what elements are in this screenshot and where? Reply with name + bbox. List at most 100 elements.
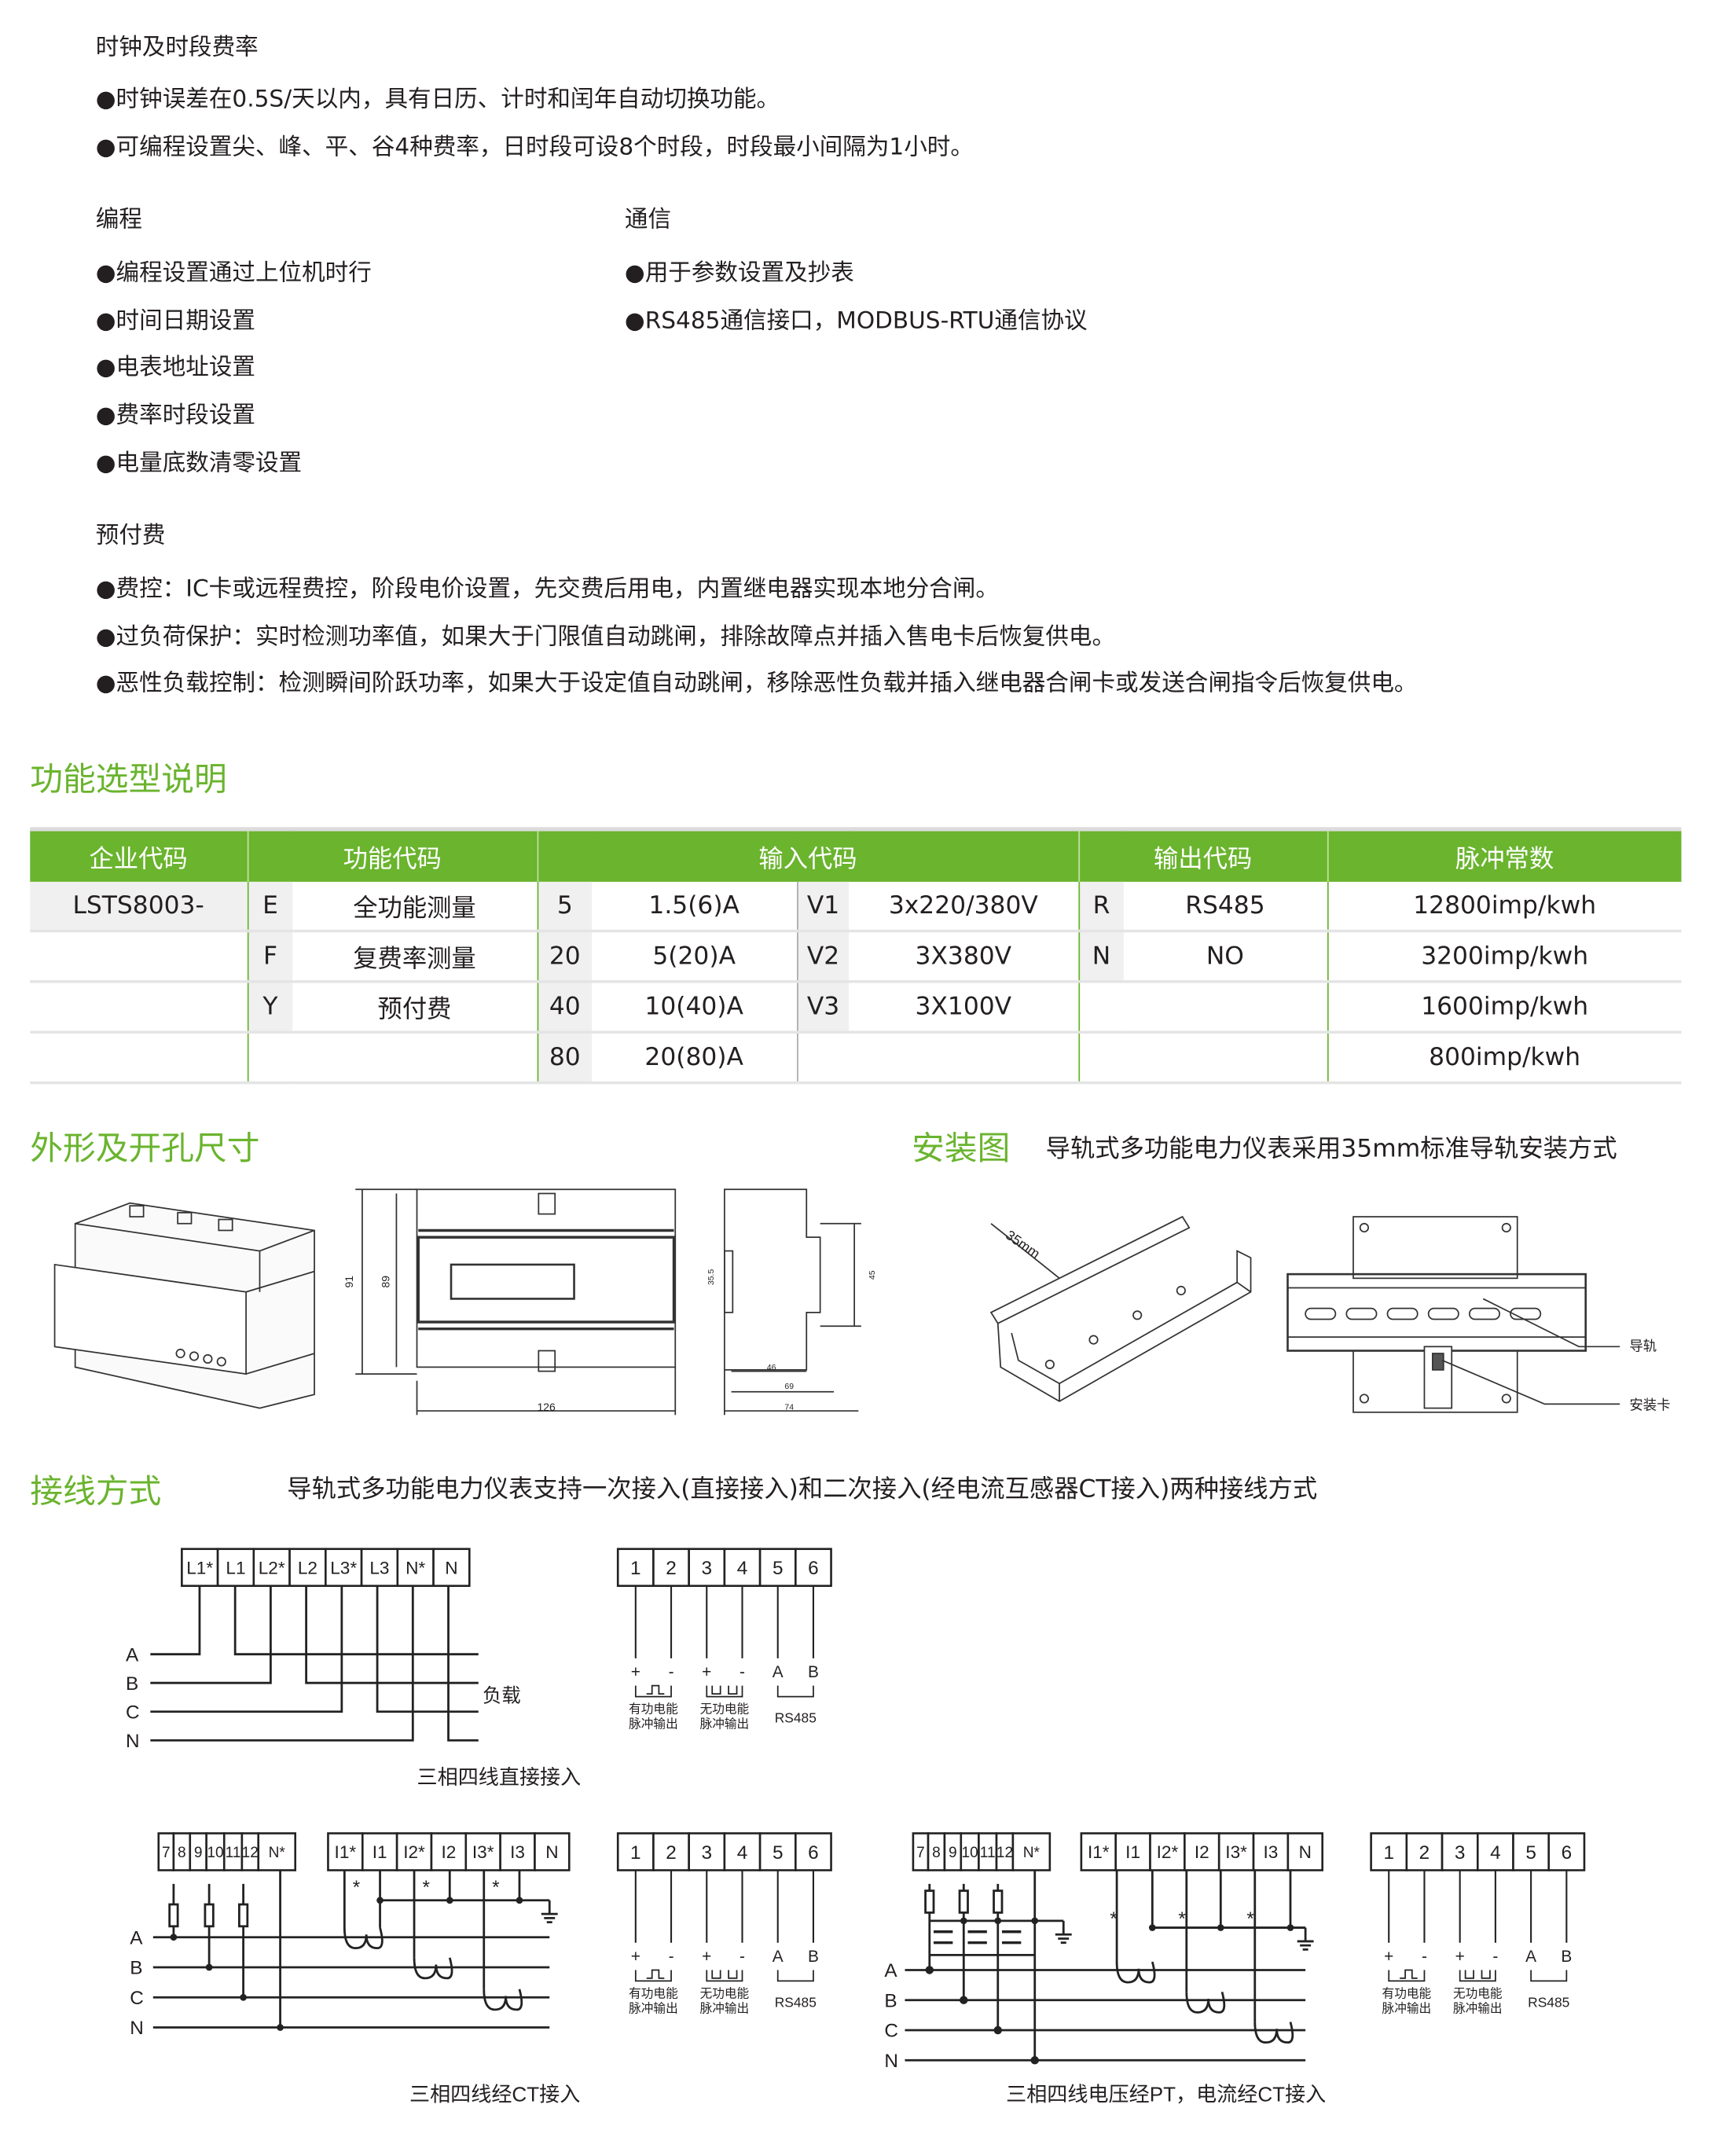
function-code: [246, 1032, 293, 1085]
terminal-label: 1: [1383, 1842, 1394, 1864]
active-pulse-label: 脉冲输出: [629, 2001, 678, 2015]
prepay-bullet: ●费控：IC卡或远程费控，阶段电价设置，先交费后用电，内置继电器实现本地分合闸。: [95, 575, 1000, 604]
communication-bullet: ●RS485通信接口，MODBUS-RTU通信协议: [624, 307, 1088, 336]
terminal-label: 7: [162, 1845, 171, 1861]
company-code: [30, 981, 248, 1034]
current-rating: 1.5(6)A: [592, 881, 798, 933]
company-code: [30, 1032, 248, 1085]
company-code: LSTS8003-: [30, 881, 248, 933]
input-code: 5: [536, 881, 593, 933]
selection-title: 功能选型说明: [30, 760, 227, 799]
programming-bullet: ●费率时段设置: [95, 402, 255, 430]
input-code: 80: [536, 1032, 593, 1085]
aux-sign: +: [702, 1948, 711, 1966]
wiring-ct-diagram: [152, 1870, 558, 2031]
terminal-cell: [1080, 1832, 1118, 1871]
terminal-label: 1: [630, 1558, 641, 1579]
terminal-cell: [252, 1548, 291, 1588]
dim-side-height: 45: [868, 1270, 877, 1280]
install-description: 导轨式多功能电力仪表采用35mm标准导轨安装方式: [1045, 1134, 1617, 1164]
device-3d-illustration: [53, 1202, 315, 1409]
terminal-cell: [1370, 1832, 1408, 1871]
dimensions-title: 外形及开孔尺寸: [30, 1129, 260, 1168]
terminal-label: L2: [298, 1558, 317, 1577]
phase-label-b: B: [884, 1990, 897, 2011]
clock-bullet: ●时钟误差在0.5S/天以内，具有日历、计时和闰年自动切换功能。: [95, 86, 780, 114]
phase-label-c: C: [130, 1988, 144, 2009]
terminal-label: 5: [773, 1558, 784, 1579]
programming-bullet: ●编程设置通过上位机时行: [95, 259, 372, 288]
active-pulse-label: 脉冲输出: [1382, 2001, 1432, 2015]
terminal-label: 3: [1455, 1842, 1466, 1864]
terminal-cell: [288, 1548, 327, 1588]
terminal-cell: [1441, 1832, 1479, 1871]
terminal-label: 12: [242, 1845, 259, 1861]
phase-label-b: B: [126, 1673, 138, 1695]
terminal-label: 4: [737, 1558, 748, 1579]
active-pulse-label: 有功电能: [1382, 1986, 1432, 2000]
terminal-label: 9: [949, 1845, 957, 1861]
header-company-code: 企业代码: [30, 827, 248, 882]
current-rating: 5(20)A: [592, 931, 798, 983]
din-rail-illustration: [989, 1215, 1252, 1402]
function-name: 全功能测量: [292, 881, 538, 933]
pulse-constant: 12800imp/kwh: [1327, 881, 1682, 933]
active-pulse-icon: [634, 1969, 672, 1982]
terminal-label: L1*: [186, 1558, 213, 1577]
aux-sign: +: [1384, 1948, 1393, 1966]
aux-sign: +: [702, 1663, 711, 1681]
voltage-code: V3: [796, 981, 850, 1034]
aux-sign: -: [1492, 1948, 1498, 1966]
prepay-bullet: ●过负荷保护：实时检测功率值，如果大于门限值自动跳闸，排除故障点并插入售电卡后恢…: [95, 623, 1116, 651]
dim-depth-2: 69: [784, 1383, 794, 1391]
phase-label-a: A: [126, 1644, 139, 1665]
terminal-label: 5: [773, 1842, 784, 1864]
terminal-label: N*: [1023, 1845, 1040, 1861]
table-header-row: 企业代码 功能代码 输入代码 输出代码 脉冲常数: [30, 827, 1682, 882]
header-function-code: 功能代码: [246, 827, 538, 882]
function-name: [292, 1032, 538, 1085]
header-output-code: 输出代码: [1077, 827, 1327, 882]
reactive-pulse-icon: [706, 1685, 743, 1698]
pulse-constant: 1600imp/kwh: [1327, 981, 1682, 1034]
dim-width: 126: [538, 1401, 556, 1413]
dim-depth-1: 46: [767, 1364, 776, 1372]
caption-pt-ct: 三相四线电压经PT，电流经CT接入: [1006, 2082, 1326, 2106]
rs485-label: RS485: [1528, 1994, 1569, 2010]
reactive-pulse-label: 脉冲输出: [700, 1717, 750, 1732]
reactive-pulse-label: 无功电能: [700, 1702, 750, 1716]
wiring-direct-diagram: [150, 1585, 479, 1742]
aux-sign: A: [1525, 1948, 1536, 1966]
terminal-cell: [652, 1548, 690, 1588]
terminal-label: I3: [510, 1842, 525, 1862]
phase-label-c: C: [126, 1702, 140, 1723]
din-rail-front-view: [1286, 1216, 1620, 1413]
aux-sign: +: [631, 1663, 640, 1681]
reactive-pulse-label: 脉冲输出: [700, 2001, 750, 2015]
voltage-rating: 3x220/380V: [849, 881, 1079, 933]
ct-polarity-mark: *: [1110, 1908, 1118, 1930]
terminal-cell: [1184, 1832, 1220, 1871]
aux-sign: -: [1422, 1948, 1427, 1966]
terminal-label: 8: [932, 1845, 941, 1861]
terminal-cell: [652, 1832, 690, 1871]
terminal-label: 10: [207, 1845, 223, 1861]
terminal-label: I3*: [472, 1842, 494, 1862]
header-input-code: 输入代码: [536, 827, 1079, 882]
terminal-label: 4: [737, 1842, 748, 1864]
current-rating: 20(80)A: [592, 1032, 798, 1085]
prepay-title: 预付费: [95, 522, 166, 550]
rs485-bracket-icon: [776, 1970, 814, 1982]
terminal-label: I1: [373, 1842, 387, 1862]
terminal-cell: [1011, 1832, 1052, 1871]
terminal-label: 12: [996, 1845, 1013, 1861]
